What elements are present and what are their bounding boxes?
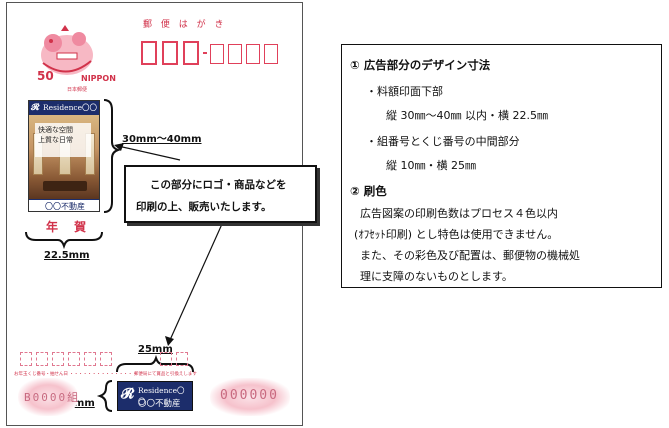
mini-ad-name: 〇〇不動産 bbox=[138, 399, 181, 409]
stamp-country: NIPPON bbox=[81, 74, 116, 83]
mini-ad-logo-icon: 𝓡 bbox=[121, 386, 135, 402]
dim-stamp-width: 22.5mm bbox=[44, 250, 90, 261]
callout-line1: この部分にロゴ・商品などを bbox=[150, 179, 287, 191]
serial-lottery-number: 000000 bbox=[220, 388, 279, 403]
dim-ad-height: 30mm～40mm bbox=[122, 134, 202, 145]
callout-line2: 印刷の上、販売いたします。 bbox=[136, 201, 272, 213]
spec-body-line4: 理に支障のないものとします。 bbox=[360, 270, 513, 283]
ad-table-shape bbox=[43, 181, 87, 191]
hagaki-label: 郵 便 は が き bbox=[143, 20, 227, 30]
dotted-box bbox=[68, 352, 80, 366]
nenga-label: 年 賀 bbox=[46, 220, 93, 234]
callout-box: この部分にロゴ・商品などを 印刷の上、販売いたします。 bbox=[124, 165, 317, 223]
spec-body-line3: また、その彩色及び配置は、郵便物の機械処 bbox=[360, 249, 580, 262]
serial-group-number: B0000組 bbox=[24, 391, 81, 404]
spec-heading-color: ② 刷色 bbox=[350, 184, 387, 198]
zip-box bbox=[141, 41, 157, 65]
stamp-value: 50 bbox=[37, 69, 54, 83]
zip-box bbox=[210, 44, 224, 64]
dotted-box bbox=[36, 352, 48, 366]
dotted-box bbox=[100, 352, 112, 366]
ad-copy-line2: 上質な日常 bbox=[38, 136, 73, 144]
lottery-note: お年玉くじ番号・抽せん日 ・・・・・・・・・・・・・・ 郵便局にて賞品と引換えし… bbox=[14, 372, 197, 377]
spec-body-line1: 広告図案の印刷色数はプロセス４色以内 bbox=[360, 207, 558, 220]
dim-mid-width: 25mm bbox=[138, 344, 173, 355]
zip-box bbox=[162, 41, 178, 65]
rosette-pattern-right bbox=[210, 378, 290, 416]
ad-copy-line1: 快適な空間 bbox=[38, 126, 73, 134]
spec-item-mid: ・組番号とくじ番号の中間部分 bbox=[366, 135, 520, 148]
dotted-box bbox=[52, 352, 64, 366]
zip-box bbox=[264, 44, 278, 64]
ad-logo-icon: 𝓡 bbox=[31, 103, 40, 113]
zip-dash bbox=[203, 52, 207, 54]
ad-panel: Residence〇〇 𝓡 快適な空間 上質な日常 〇〇不動産 bbox=[28, 100, 100, 212]
dim-mid-height: 10mm bbox=[60, 398, 95, 409]
zip-box bbox=[228, 44, 242, 64]
spec-heading-design: ① 広告部分のデザイン寸法 bbox=[350, 58, 491, 72]
ad-copy: 快適な空間 上質な日常 bbox=[35, 123, 91, 157]
zip-box bbox=[183, 41, 199, 65]
spec-item-mid-value: 縦 10㎜・横 25㎜ bbox=[386, 159, 476, 172]
dotted-box bbox=[20, 352, 32, 366]
spec-box: ① 広告部分のデザイン寸法 ・料額印面下部 縦 30㎜～40㎜ 以内・横 22.… bbox=[341, 44, 662, 288]
ad-brand: Residence〇〇 bbox=[29, 101, 99, 115]
mini-ad-panel: 𝓡 Residence〇〇 〇〇不動産 bbox=[117, 381, 193, 411]
stamp-post-label: 日本郵便 bbox=[67, 87, 88, 93]
stamp-illustration-icon bbox=[41, 25, 93, 75]
ad-footer: 〇〇不動産 bbox=[29, 199, 99, 211]
spec-item-stamp-value: 縦 30㎜～40㎜ 以内・横 22.5㎜ bbox=[386, 109, 548, 122]
spec-body-line2: (ｵﾌｾｯﾄ印刷) とし特色は使用できません。 bbox=[354, 228, 559, 241]
dotted-box bbox=[84, 352, 96, 366]
dotted-box bbox=[160, 352, 172, 366]
zip-box bbox=[246, 44, 260, 64]
rosette-pattern-left bbox=[18, 378, 78, 416]
spec-item-stamp: ・料額印面下部 bbox=[366, 85, 443, 98]
mini-ad-brand: Residence〇〇 bbox=[138, 386, 185, 406]
dotted-box bbox=[176, 352, 188, 366]
